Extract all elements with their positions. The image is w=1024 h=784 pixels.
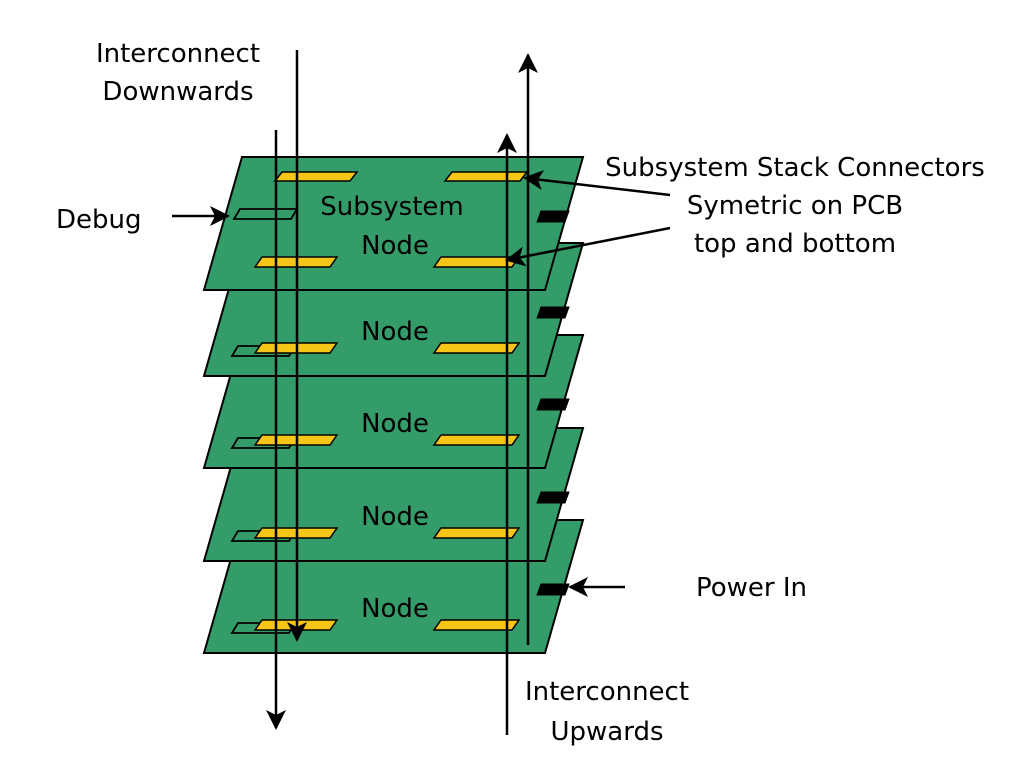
- board-label: Node: [361, 502, 429, 532]
- board-label: Node: [361, 317, 429, 347]
- power-in-label: Power In: [696, 573, 807, 603]
- stack-connector-bottom-right: [432, 434, 521, 446]
- stack-connector-bottom-right: [432, 256, 521, 268]
- power-jack: [536, 306, 570, 319]
- debug-header: [232, 208, 299, 220]
- interconnect-down-label-line2: Downwards: [102, 77, 253, 107]
- connector-arrow-top: [523, 170, 671, 197]
- connector-arrow-bottom: [505, 226, 671, 267]
- connectors-label-line3: top and bottom: [694, 229, 896, 259]
- interconnect-up-label-line1: Interconnect: [525, 677, 689, 707]
- board-label: Node: [361, 409, 429, 439]
- connectors-label-line1: Subsystem Stack Connectors: [605, 153, 985, 183]
- stack-connector-top-right: [443, 171, 529, 182]
- stack-connector-bottom-right: [432, 527, 521, 539]
- stack-connector-top-left: [273, 171, 359, 182]
- connectors-label-line2: Symetric on PCB: [687, 191, 903, 221]
- stack-connector-bottom-right: [432, 342, 521, 354]
- board-label-line2: Node: [361, 231, 429, 261]
- board-label-line1: Subsystem: [320, 192, 463, 222]
- interconnect-up-label-line2: Upwards: [550, 717, 663, 747]
- power-jack: [536, 210, 570, 223]
- power-jack: [536, 398, 570, 411]
- power-jack: [536, 491, 570, 504]
- stack-connector-bottom-right: [432, 619, 521, 631]
- board-label: Node: [361, 594, 429, 624]
- power-jack: [536, 583, 570, 596]
- debug-label: Debug: [56, 205, 142, 235]
- interconnect-down-label-line1: Interconnect: [96, 39, 260, 69]
